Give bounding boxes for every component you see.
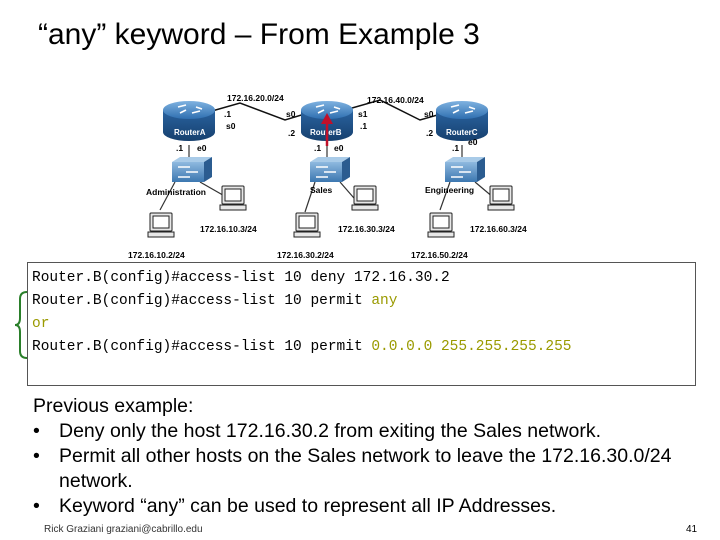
port-label: e0 bbox=[197, 143, 207, 153]
pc-icon bbox=[487, 185, 515, 211]
host-label: 172.16.50.2/24 bbox=[411, 250, 468, 260]
router-c-label: RouterC bbox=[446, 128, 478, 137]
port-label: s0 bbox=[286, 109, 296, 119]
list-item: • Keyword “any” can be used to represent … bbox=[33, 494, 671, 519]
pc-icon bbox=[351, 185, 379, 211]
list-item-text: Keyword “any” can be used to represent a… bbox=[59, 495, 557, 517]
bullet-icon: • bbox=[33, 495, 40, 517]
command-line: Router.B(config)#access-list 10 deny 172… bbox=[32, 270, 450, 286]
command-line: Router.B(config)#access-list 10 permit a… bbox=[32, 293, 397, 309]
notes-heading: Previous example: bbox=[33, 395, 194, 417]
router-b-icon: RouterB bbox=[301, 101, 353, 146]
port-label: .2 bbox=[426, 128, 433, 138]
router-a-label: RouterA bbox=[174, 128, 206, 137]
page-number: 41 bbox=[686, 524, 698, 535]
bullet-icon: • bbox=[33, 420, 40, 442]
segment-label: Sales bbox=[310, 185, 332, 195]
list-item-text: network. bbox=[59, 470, 133, 492]
port-label: e0 bbox=[334, 143, 344, 153]
notes-list: Previous example: • Deny only the host 17… bbox=[33, 394, 671, 519]
pc-icon bbox=[293, 212, 321, 238]
pc-icon bbox=[219, 185, 247, 211]
host-label: 172.16.30.3/24 bbox=[338, 224, 395, 234]
command-text: Router.B(config)#access-list 10 permit bbox=[32, 339, 372, 355]
pc-icon bbox=[147, 212, 175, 238]
command-line: Router.B(config)#access-list 10 permit 0… bbox=[32, 339, 572, 355]
list-item: • Deny only the host 172.16.30.2 from exi… bbox=[33, 419, 671, 444]
list-item-text: Deny only the host 172.16.30.2 from exit… bbox=[59, 420, 601, 442]
host-label: 172.16.10.3/24 bbox=[200, 224, 257, 234]
host-label: 172.16.30.2/24 bbox=[277, 250, 334, 260]
port-label: .1 bbox=[224, 109, 231, 119]
host-label: 172.16.60.3/24 bbox=[470, 224, 527, 234]
pc-icon bbox=[427, 212, 455, 238]
command-box: Router.B(config)#access-list 10 deny 172… bbox=[27, 262, 696, 386]
list-item-text: Permit all other hosts on the Sales netw… bbox=[59, 445, 672, 467]
port-label: s0 bbox=[424, 109, 434, 119]
port-label: .2 bbox=[288, 128, 295, 138]
port-label: s1 bbox=[358, 109, 368, 119]
network-label: 172.16.20.0/24 bbox=[227, 93, 284, 103]
brace-icon bbox=[14, 291, 28, 359]
slide-title: “any” keyword – From Example 3 bbox=[38, 18, 480, 51]
port-label: .1 bbox=[314, 143, 321, 153]
switch-icon bbox=[445, 157, 485, 182]
router-c-icon: RouterC bbox=[436, 101, 488, 141]
port-label: .1 bbox=[360, 121, 367, 131]
or-text: or bbox=[32, 316, 50, 332]
network-diagram: RouterA RouterB RouterC 172.16.20 bbox=[128, 93, 527, 260]
bullet-icon: • bbox=[33, 445, 40, 467]
port-label: .1 bbox=[452, 143, 459, 153]
wildcard-mask: 0.0.0.0 255.255.255.255 bbox=[371, 339, 572, 355]
router-a-icon: RouterA bbox=[163, 101, 215, 141]
list-item: • Permit all other hosts on the Sales net… bbox=[33, 444, 671, 469]
list-item-continuation: network. bbox=[33, 469, 671, 494]
segment-label: Administration bbox=[146, 187, 206, 197]
port-label: s0 bbox=[226, 121, 236, 131]
host-label: 172.16.10.2/24 bbox=[128, 250, 185, 260]
footer-credit: Rick Graziani graziani@cabrillo.edu bbox=[44, 524, 203, 535]
switch-icon bbox=[310, 157, 350, 182]
switch-icon bbox=[172, 157, 212, 182]
network-label: 172.16.40.0/24 bbox=[367, 95, 424, 105]
port-label: e0 bbox=[468, 137, 478, 147]
command-text: Router.B(config)#access-list 10 permit bbox=[32, 293, 372, 309]
segment-label: Engineering bbox=[425, 185, 474, 195]
any-keyword: any bbox=[371, 293, 398, 309]
command-text: Router.B(config)#access-list 10 deny 172… bbox=[32, 270, 450, 286]
port-label: .1 bbox=[176, 143, 183, 153]
